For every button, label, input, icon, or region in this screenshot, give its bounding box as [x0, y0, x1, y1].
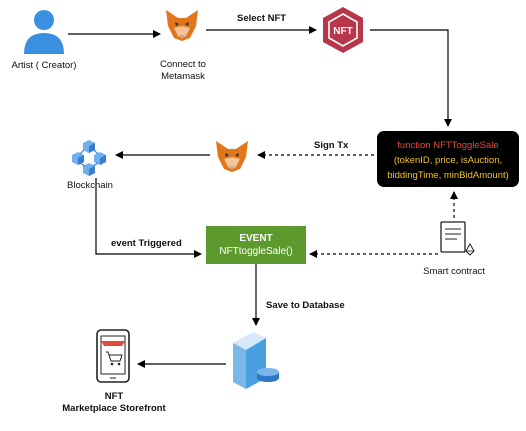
database-icon: [233, 332, 279, 389]
select-nft-label: Select NFT: [237, 13, 287, 24]
event-name: NFTtoggleSale(): [219, 246, 293, 257]
blockchain-label: Blockchain: [67, 180, 113, 191]
nft-icon-label: NFT: [333, 26, 352, 37]
function-box: function NFTToggleSale (tokenID, price, …: [377, 131, 519, 187]
event-title: EVENT: [239, 233, 273, 244]
connect-metamask-label: Connect to Metamask: [140, 59, 226, 83]
edge-blockchain-to-event: [95, 178, 202, 258]
event-box: EVENT NFTtoggleSale(): [206, 226, 306, 264]
metamask-fox-icon: [166, 10, 198, 41]
metamask-fox-sign-icon: [216, 141, 248, 172]
flow-arrows: [68, 26, 458, 368]
function-name: function NFTToggleSale: [397, 140, 499, 151]
sign-tx-label: Sign Tx: [314, 140, 349, 151]
storefront-label: NFT Marketplace Storefront: [54, 391, 174, 415]
function-params-line2: biddingTime, minBidAmount): [387, 170, 509, 181]
storefront-line2: Marketplace Storefront: [62, 403, 166, 414]
connect-metamask-line1: Connect to: [160, 59, 206, 70]
save-to-database-label: Save to Database: [266, 300, 345, 311]
connect-metamask-line2: Metamask: [161, 71, 205, 82]
storefront-phone-icon: [96, 329, 130, 383]
edge-nft-to-function: [370, 29, 452, 127]
storefront-line1: NFT: [104, 391, 124, 402]
nft-icon: NFT: [323, 7, 363, 53]
blockchain-icon: [72, 140, 106, 176]
smart-contract-icon: [440, 221, 475, 256]
event-triggered-label: event Triggered: [111, 238, 182, 249]
user-icon: [24, 10, 64, 54]
smart-contract-label: Smart contract: [423, 266, 485, 277]
function-params-line1: (tokenID, price, isAuction,: [393, 155, 503, 166]
artist-label: Artist ( Creator): [11, 60, 77, 71]
